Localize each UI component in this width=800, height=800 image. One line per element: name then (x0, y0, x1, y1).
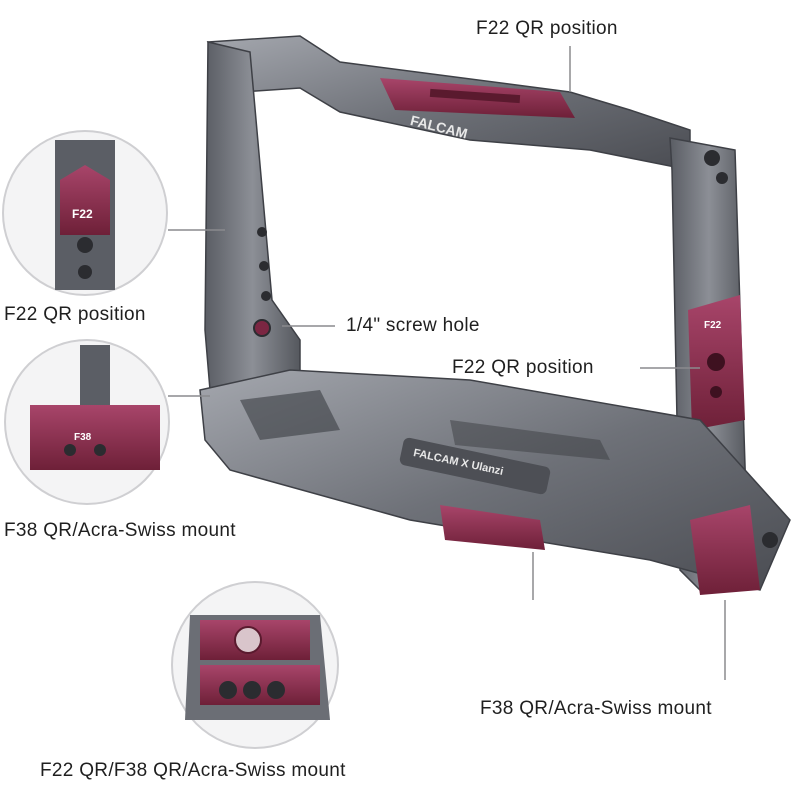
corner-qr-mount (690, 505, 760, 595)
top-qr-slot (429, 88, 521, 104)
camera-cage (199, 35, 791, 595)
label-left-f22-position: F22 QR position (4, 304, 146, 325)
right-plate-mark: F22 (704, 320, 722, 331)
base-qr-mount (440, 505, 545, 550)
label-top-f22-position: F22 QR position (476, 18, 618, 39)
label-bottom-multi-mount: F22 QR/F38 QR/Acra-Swiss mount (40, 760, 346, 781)
detail-circle-f38-side: F38 (4, 339, 170, 505)
cage-left-bar (204, 41, 301, 391)
label-left-f38-mount: F38 QR/Acra-Swiss mount (4, 520, 236, 541)
circle2-plate-mark: F38 (74, 432, 92, 443)
detail-circle-bottom-mount (171, 581, 339, 749)
detail-circle-f22-top: F22 (2, 130, 168, 296)
label-screw-hole: 1/4" screw hole (346, 315, 480, 336)
screw-hole (253, 319, 271, 337)
circle1-plate-mark: F22 (72, 207, 93, 221)
base-logo-plate (399, 437, 551, 495)
label-right-f38-mount: F38 QR/Acra-Swiss mount (480, 698, 712, 719)
leader-lines (168, 46, 726, 680)
label-right-f22-position: F22 QR position (452, 357, 594, 378)
